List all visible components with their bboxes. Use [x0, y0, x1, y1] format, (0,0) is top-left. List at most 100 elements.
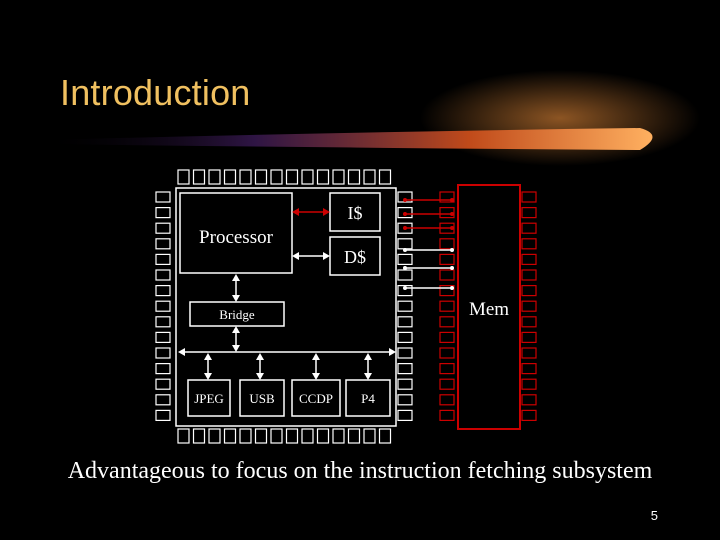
memory-link-dot	[450, 212, 454, 216]
chip-pin	[155, 300, 171, 312]
chip-pin	[397, 347, 413, 359]
chip-pin	[397, 285, 413, 297]
chip-pin	[285, 428, 299, 444]
chip-pin	[521, 269, 537, 281]
dcache-label: D$	[344, 247, 366, 267]
chip-pin	[363, 428, 376, 444]
chip-pin	[397, 253, 413, 265]
chip-pin	[378, 169, 392, 185]
chip-pin	[397, 409, 413, 421]
chip-pin	[521, 378, 537, 390]
bridge-label: Bridge	[219, 307, 255, 322]
chip-pin	[239, 428, 252, 444]
chip-pin	[397, 378, 413, 390]
chip-pin	[521, 300, 537, 312]
processor-label: Processor	[199, 227, 274, 248]
memory-link-dot	[403, 286, 407, 290]
chip-pin	[192, 428, 206, 444]
chip-pin	[397, 300, 413, 312]
chip-pin	[521, 409, 537, 421]
page-number: 5	[650, 508, 658, 523]
peripheral-label: CCDP	[299, 391, 333, 406]
memory-link-dot	[403, 248, 407, 252]
chip-pin	[397, 394, 413, 406]
chip-pin	[155, 331, 171, 343]
chip-pin	[223, 428, 237, 444]
chip-pin	[155, 363, 171, 375]
dcache-box	[329, 236, 381, 276]
chip-pin	[301, 428, 314, 444]
chip-pin	[155, 207, 171, 219]
chip-pin	[521, 253, 537, 265]
chip-pin	[177, 169, 190, 185]
chip-pin	[397, 363, 413, 375]
chip-pin	[439, 253, 455, 265]
chip-pin	[439, 409, 455, 421]
chip-pin	[439, 191, 455, 203]
chip-pin	[223, 169, 237, 185]
chip-pin	[521, 316, 537, 328]
chip-pin	[270, 428, 283, 444]
chip-pin	[270, 169, 283, 185]
memory-link-dot	[403, 266, 407, 270]
processor-box	[179, 192, 293, 274]
peripheral-label: P4	[361, 391, 375, 406]
chip-pin	[155, 409, 171, 421]
chip-pin	[521, 207, 537, 219]
chip-pin	[301, 169, 314, 185]
chip-pin	[347, 428, 361, 444]
chip-pin	[521, 331, 537, 343]
chip-pin	[439, 331, 455, 343]
chip-pin	[439, 207, 455, 219]
icache-label: I$	[348, 203, 363, 223]
chip-pin	[332, 428, 345, 444]
memory-link-dot	[450, 226, 454, 230]
memory-link-dot	[450, 198, 454, 202]
chip-pin	[208, 169, 221, 185]
chip-pin	[439, 316, 455, 328]
chip-pin	[155, 222, 171, 234]
memory-link-dot	[450, 248, 454, 252]
memory-label: Mem	[469, 299, 509, 320]
chip-pin	[439, 238, 455, 250]
icache-box	[329, 192, 381, 232]
memory-chip	[457, 184, 521, 430]
chip-pin	[521, 285, 537, 297]
chip-pin	[254, 169, 268, 185]
ccdp-box	[291, 379, 341, 417]
chip-pin	[155, 285, 171, 297]
chip-pin	[439, 394, 455, 406]
jpeg-box	[187, 379, 231, 417]
memory-link-dot	[450, 286, 454, 290]
chip-pin	[155, 316, 171, 328]
usb-box	[239, 379, 285, 417]
memory-links	[403, 198, 454, 290]
chip-pin	[521, 222, 537, 234]
chip-pin	[332, 169, 345, 185]
chip-pin	[521, 347, 537, 359]
peripheral-label: JPEG	[194, 391, 224, 406]
chip-pin	[285, 169, 299, 185]
memory-link-dot	[450, 266, 454, 270]
chip-pin	[397, 269, 413, 281]
chip-pins	[155, 169, 537, 444]
chip-pin	[208, 428, 221, 444]
chip-pin	[521, 363, 537, 375]
chip-pin	[192, 169, 206, 185]
chip-pin	[439, 363, 455, 375]
chip-pin	[177, 428, 190, 444]
chip-pin	[155, 238, 171, 250]
chip-pin	[397, 238, 413, 250]
chip-pin	[439, 347, 455, 359]
memory-link-dot	[403, 226, 407, 230]
chip-pin	[439, 269, 455, 281]
chip-pin	[254, 428, 268, 444]
chip-pin	[378, 428, 392, 444]
chip-pin	[397, 331, 413, 343]
chip-pin	[439, 378, 455, 390]
chip-pin	[439, 285, 455, 297]
slide-title: Introduction	[60, 72, 251, 113]
chip-pin	[155, 378, 171, 390]
